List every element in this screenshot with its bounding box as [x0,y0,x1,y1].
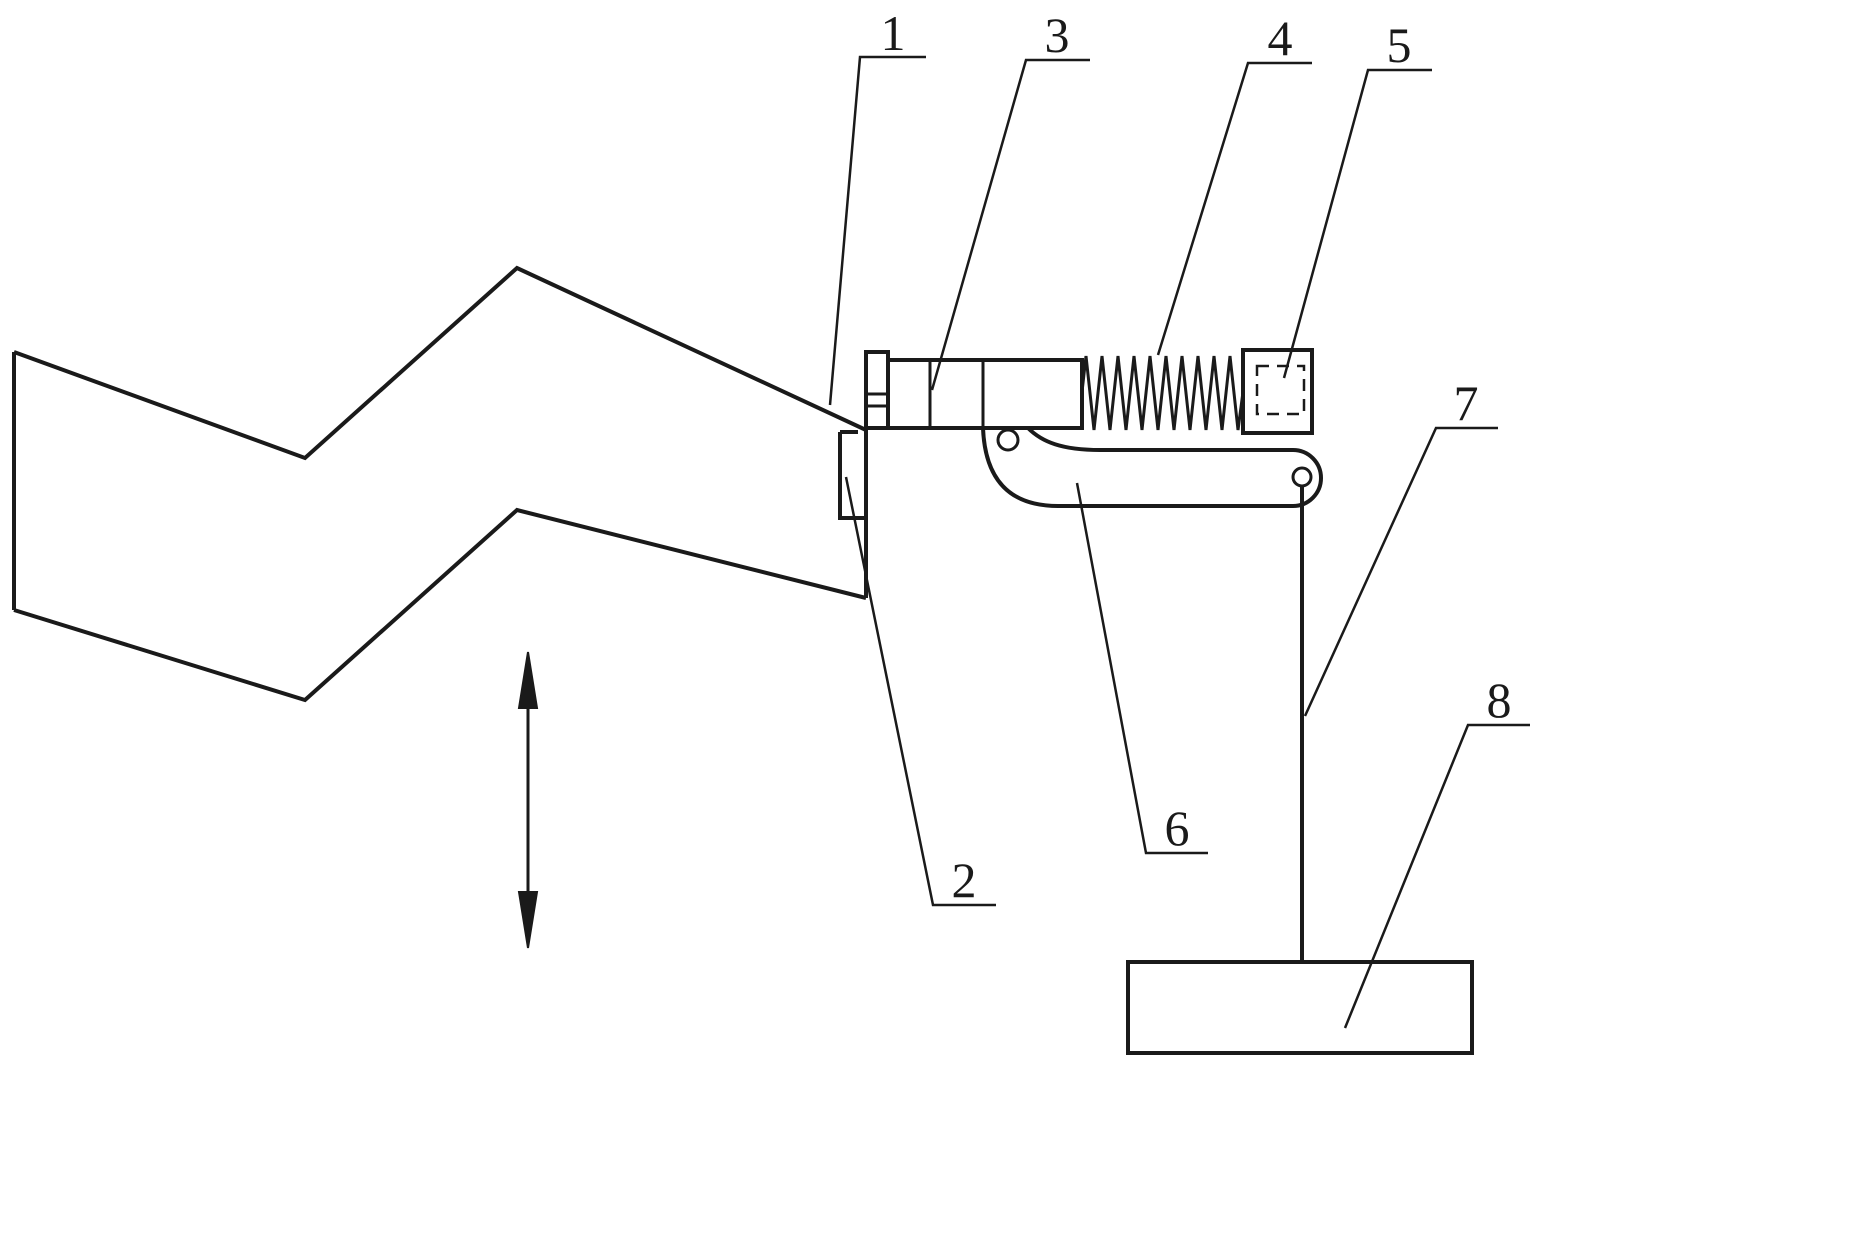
zigzag-arm-bottom-edge [13,507,867,703]
zigzag-arm-top-edge [13,265,867,461]
clamp-jaw [838,430,866,520]
double-arrow-head-down [517,891,539,949]
labels-group: 1 3 4 5 7 8 6 2 [881,5,1512,908]
label-3: 3 [1045,7,1070,63]
double-arrow [517,651,539,949]
leader-line-3 [930,58,1090,391]
leader-line-6 [1075,482,1208,855]
leader-line-4 [1156,61,1312,356]
leader-line-2 [844,476,996,907]
barrel-divider-lines [928,360,985,428]
base-plate [1126,960,1474,1055]
double-arrow-head-up [517,651,539,709]
label-6: 6 [1165,800,1190,856]
label-7: 7 [1454,375,1479,431]
end-block [1241,348,1314,435]
lever-pivot-left [996,428,1020,452]
coil-spring [1080,355,1245,431]
curved-lever [980,426,1323,508]
label-4: 4 [1268,10,1293,66]
clamp-cap-step-lines [866,392,888,408]
leader-line-1 [828,55,926,406]
label-1: 1 [881,5,906,61]
end-block-hidden-detail [1255,364,1306,416]
linework-group [12,55,1530,1055]
leader-line-5 [1282,68,1432,379]
leader-line-8 [1343,723,1530,1029]
label-2: 2 [952,852,977,908]
label-5: 5 [1387,17,1412,73]
leader-line-7 [1303,426,1498,717]
label-8: 8 [1487,672,1512,728]
